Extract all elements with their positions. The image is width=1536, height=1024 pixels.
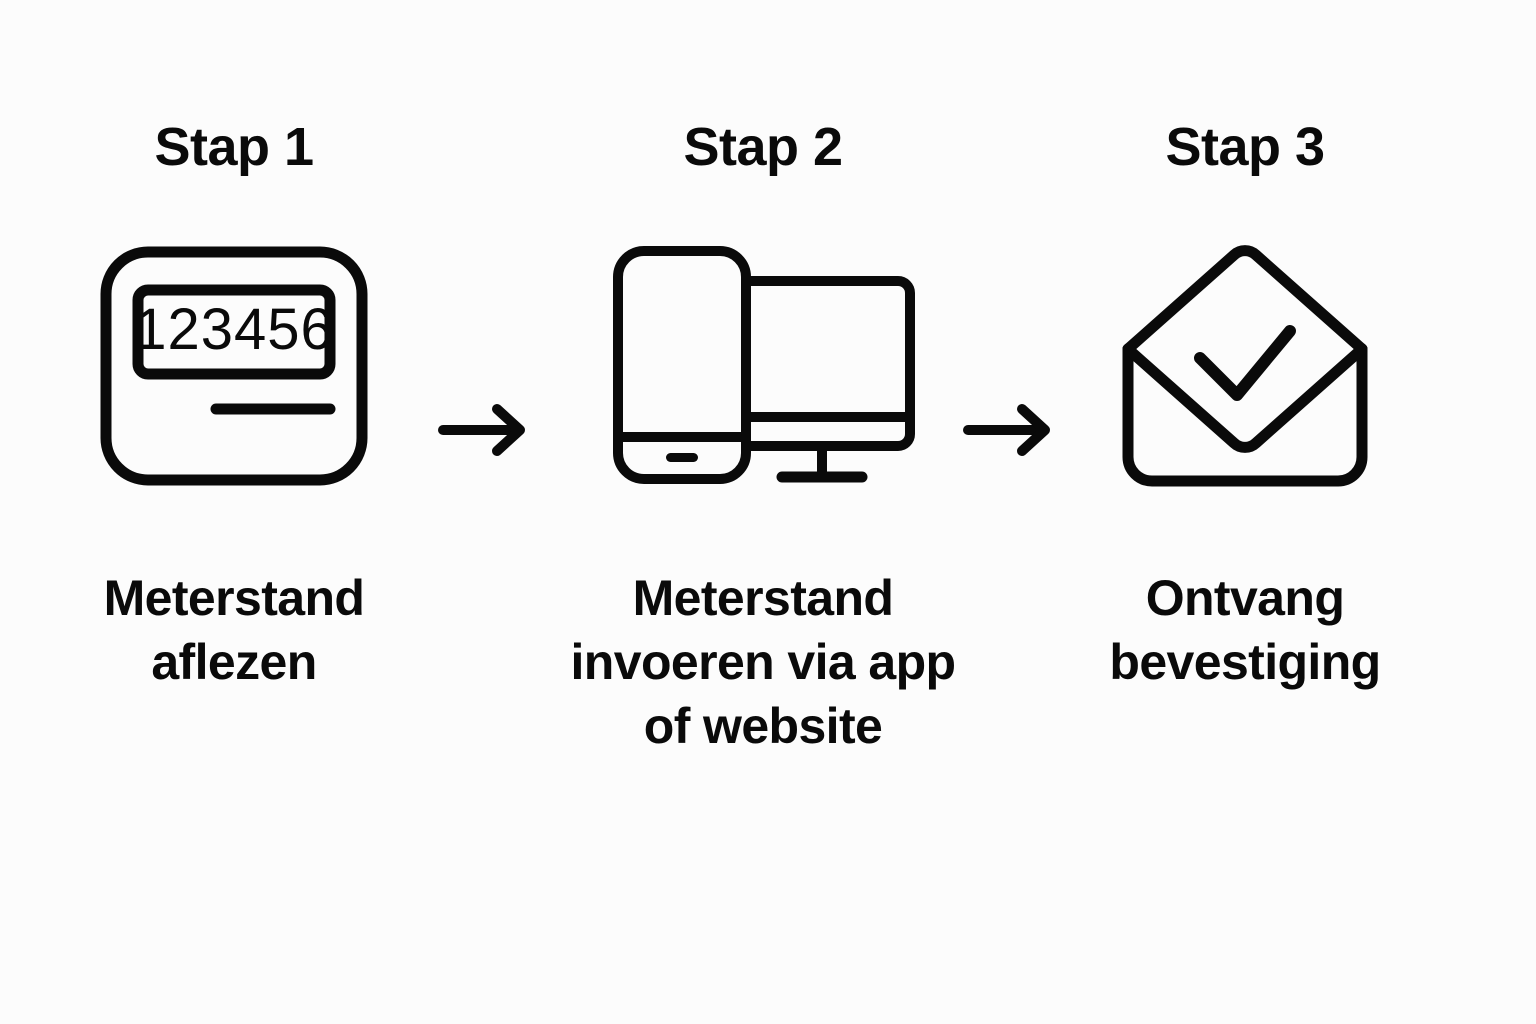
step-caption-2: Meterstand invoeren via app of website — [570, 566, 957, 758]
caption-line: Ontvang — [1145, 570, 1345, 626]
step-caption-3: Ontvang bevestiging — [1109, 566, 1381, 694]
phone-and-monitor-icon — [613, 246, 915, 484]
step-heading-1: Stap 1 — [154, 117, 314, 177]
monitor-icon — [746, 276, 915, 483]
step-icon-wrap-1: 123456 — [100, 246, 368, 486]
meter-icon: 123456 — [100, 246, 368, 486]
step-card-2: Stap 2 — [563, 120, 963, 758]
home-bar-icon — [666, 453, 698, 462]
step-icon-wrap-2 — [598, 246, 928, 486]
step-heading-2: Stap 2 — [683, 117, 843, 177]
envelope-check-icon — [1122, 245, 1368, 487]
step-heading-3: Stap 3 — [1165, 117, 1325, 177]
caption-line: bevestiging — [1109, 634, 1381, 690]
arrow-right-icon — [438, 404, 525, 456]
step-caption-1: Meterstand aflezen — [104, 566, 365, 694]
meter-reading-value: 123456 — [134, 297, 334, 362]
phone-icon — [613, 246, 751, 484]
step-icon-wrap-3 — [1122, 245, 1368, 487]
arrow-connector-2 — [960, 395, 1060, 465]
step-card-1: Stap 1 123456 Meterstand aflezen — [34, 120, 434, 694]
arrow-right-icon — [963, 404, 1050, 456]
arrow-connector-1 — [435, 395, 535, 465]
caption-line: aflezen — [151, 634, 317, 690]
caption-line: Meterstand — [103, 570, 365, 626]
check-icon — [1194, 325, 1296, 401]
caption-line: of website — [643, 698, 883, 754]
step-card-3: Stap 3 Ontvang bevestiging — [1045, 120, 1445, 694]
caption-line: Meterstand — [632, 570, 894, 626]
caption-line: invoeren via app — [570, 634, 957, 690]
